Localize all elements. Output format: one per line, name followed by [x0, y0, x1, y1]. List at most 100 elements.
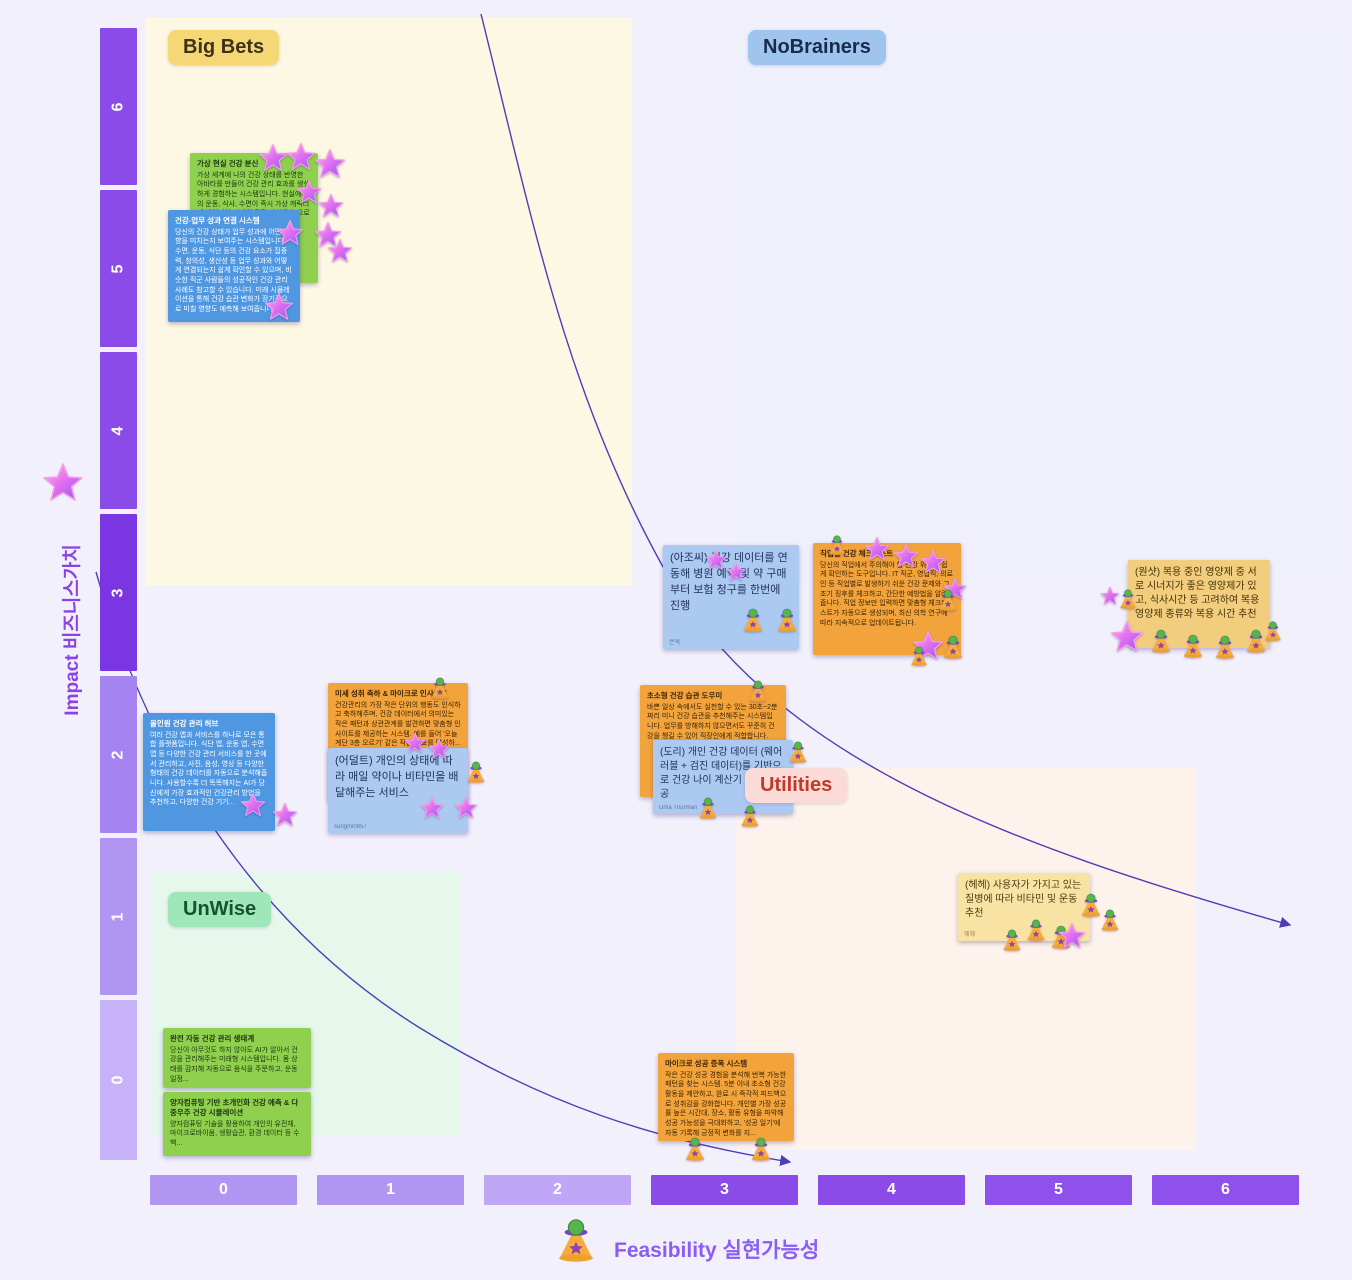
- ufo-sticker[interactable]: [748, 1136, 774, 1162]
- star-sticker[interactable]: [272, 802, 298, 828]
- note-author: 혜혜: [964, 932, 976, 938]
- note-body: (아조씨) 건강 데이터를 연동해 병원 예약 및 약 구매부터 보험 청구를 …: [670, 552, 788, 612]
- ufo-sticker[interactable]: [1148, 628, 1174, 654]
- ufo-sticker[interactable]: [746, 679, 770, 703]
- quadrant-region-utilities: [736, 768, 1196, 1150]
- y-tick-value: 0: [109, 1075, 127, 1085]
- sticky-note-adult-vitamin-delivery[interactable]: (어덜트) 개인의 상태에 따라 매일 약이나 비타민을 배달해주는 서비스 su…: [328, 748, 468, 833]
- note-author: sungmi0857: [334, 824, 367, 830]
- star-sticker[interactable]: [454, 796, 478, 820]
- star-sticker[interactable]: [240, 792, 266, 818]
- ufo-sticker[interactable]: [908, 645, 930, 667]
- ufo-sticker[interactable]: [774, 607, 800, 633]
- x-tick-value: 1: [386, 1181, 395, 1198]
- note-title: 완전 자동 건강 관리 생태계: [170, 1034, 255, 1043]
- star-sticker[interactable]: [920, 549, 946, 575]
- quadrant-label-unwise[interactable]: UnWise: [168, 892, 272, 927]
- note-title: 가상 현실 건강 분신: [197, 159, 259, 168]
- x-tick-value: 0: [219, 1181, 228, 1198]
- note-author: 은혁: [669, 640, 681, 646]
- x-tick-value: 4: [887, 1181, 896, 1198]
- y-axis-label: Impact 비즈니스가치: [62, 544, 83, 716]
- note-body: 당신의 건강 상태가 업무 성과에 어떤 영향을 미치는지 보여주는 시스템입니…: [175, 228, 292, 313]
- star-sticker[interactable]: [404, 732, 426, 754]
- star-sticker[interactable]: [893, 543, 919, 569]
- x-axis-tick-0: 0: [150, 1175, 297, 1205]
- star-sticker[interactable]: [327, 238, 353, 264]
- star-sticker[interactable]: [705, 549, 727, 571]
- ufo-sticker[interactable]: [1098, 908, 1122, 932]
- feasibility-ufo-icon: [552, 1216, 600, 1264]
- y-axis-tick-6: 6: [100, 28, 137, 185]
- note-body: (어덜트) 개인의 상태에 따라 매일 약이나 비타민을 배달해주는 서비스: [335, 755, 459, 799]
- star-sticker[interactable]: [1058, 922, 1086, 950]
- ufo-sticker[interactable]: [428, 676, 452, 700]
- x-axis-tick-5: 5: [985, 1175, 1132, 1205]
- star-sticker[interactable]: [286, 142, 316, 172]
- note-title: 건강-업무 성과 연결 시스템: [175, 216, 260, 225]
- star-sticker[interactable]: [314, 221, 342, 249]
- star-sticker[interactable]: [1110, 620, 1144, 654]
- ufo-sticker[interactable]: [696, 796, 720, 820]
- star-sticker[interactable]: [314, 148, 346, 180]
- star-sticker[interactable]: [318, 193, 344, 219]
- ufo-sticker[interactable]: [786, 740, 810, 764]
- x-tick-value: 6: [1221, 1181, 1230, 1198]
- star-sticker[interactable]: [258, 143, 288, 173]
- impact-star-icon: [42, 462, 84, 504]
- ufo-sticker[interactable]: [1117, 588, 1139, 610]
- star-sticker[interactable]: [264, 292, 294, 322]
- x-tick-value: 5: [1054, 1181, 1063, 1198]
- y-axis-tick-2: 2: [100, 676, 137, 833]
- ufo-sticker[interactable]: [936, 588, 960, 612]
- note-body: (원샷) 복용 중인 영양제 중 서로 시너지가 좋은 영양제가 있고, 식사시…: [1135, 567, 1260, 620]
- note-body: (헤헤) 사용자가 가지고 있는 질병에 따라 비타민 및 운동 추천: [965, 880, 1082, 919]
- y-tick-value: 1: [109, 912, 127, 921]
- ufo-sticker[interactable]: [464, 760, 488, 784]
- ufo-sticker[interactable]: [1262, 620, 1284, 642]
- y-axis-tick-3: 3: [100, 514, 137, 671]
- x-tick-value: 3: [720, 1181, 729, 1198]
- note-body: 당신이 아무것도 하지 않아도 AI가 알아서 건강을 관리해주는 미래형 시스…: [170, 1046, 298, 1083]
- star-sticker[interactable]: [296, 179, 322, 205]
- ufo-sticker[interactable]: [826, 534, 848, 556]
- ufo-sticker[interactable]: [738, 804, 762, 828]
- y-tick-value: 4: [109, 426, 127, 435]
- y-axis-tick-0: 0: [100, 1000, 137, 1160]
- x-tick-value: 2: [553, 1181, 562, 1198]
- ufo-sticker[interactable]: [682, 1136, 708, 1162]
- star-sticker[interactable]: [428, 738, 450, 760]
- ufo-sticker[interactable]: [1024, 918, 1048, 942]
- sticky-note-ajossi-health-data[interactable]: (아조씨) 건강 데이터를 연동해 병원 예약 및 약 구매부터 보험 청구를 …: [663, 545, 799, 649]
- y-tick-value: 2: [109, 750, 127, 759]
- y-tick-value: 5: [109, 264, 127, 273]
- note-title: 양자컴퓨팅 기반 초개인화 건강 예측 & 다중우주 건강 시뮬레이션: [170, 1098, 299, 1117]
- ufo-sticker[interactable]: [1180, 633, 1206, 659]
- star-sticker[interactable]: [276, 219, 304, 247]
- note-body: 작은 건강 성공 경험을 분석해 반복 가능한 패턴을 찾는 시스템. 5분 이…: [665, 1071, 787, 1137]
- x-axis-label: Feasibility 실현가능성: [614, 1239, 820, 1262]
- x-axis-tick-3: 3: [651, 1175, 798, 1205]
- x-axis-tick-4: 4: [818, 1175, 965, 1205]
- quadrant-label-nobrainers[interactable]: NoBrainers: [748, 30, 886, 65]
- y-axis-tick-4: 4: [100, 352, 137, 509]
- x-axis-tick-1: 1: [317, 1175, 464, 1205]
- quadrant-label-big-bets[interactable]: Big Bets: [168, 30, 280, 65]
- star-sticker[interactable]: [726, 562, 746, 582]
- star-sticker[interactable]: [864, 536, 890, 562]
- ufo-sticker[interactable]: [1000, 928, 1024, 952]
- ufo-sticker[interactable]: [1212, 634, 1238, 660]
- ufo-sticker[interactable]: [940, 634, 966, 660]
- quadrant-label-utilities[interactable]: Utilities: [745, 768, 848, 803]
- note-body: 양자컴퓨팅 기술을 활용하여 개인의 유전체, 마이크로바이옴, 생활습관, 환…: [170, 1120, 300, 1147]
- note-title: 마이크로 성공 증폭 시스템: [665, 1059, 748, 1068]
- y-tick-value: 3: [109, 588, 127, 597]
- star-sticker[interactable]: [420, 796, 444, 820]
- y-tick-value: 6: [109, 102, 127, 111]
- ufo-sticker[interactable]: [740, 607, 766, 633]
- x-axis-tick-2: 2: [484, 1175, 631, 1205]
